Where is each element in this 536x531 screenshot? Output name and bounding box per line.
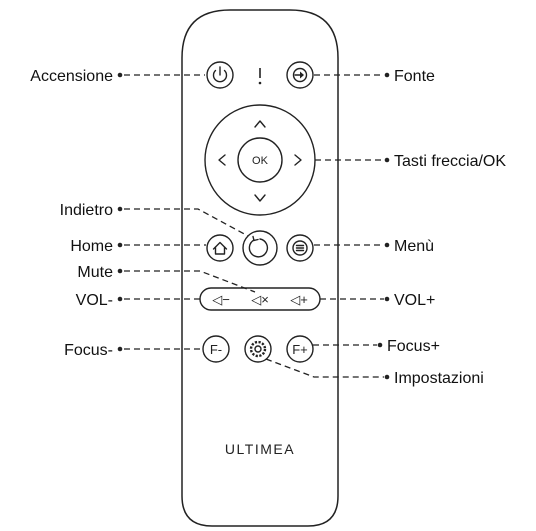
source-button[interactable] xyxy=(286,61,314,89)
vol-plus-button[interactable]: ◁+ xyxy=(290,292,308,307)
leader-lines xyxy=(117,72,390,380)
settings-button[interactable] xyxy=(244,335,272,363)
label-indietro: Indietro xyxy=(60,202,113,219)
menu-button[interactable] xyxy=(286,234,314,262)
chevron-right-icon xyxy=(294,154,302,166)
mute-glyph: ◁× xyxy=(251,292,269,307)
label-focus-minus: Focus- xyxy=(64,342,113,359)
label-tasti-freccia: Tasti freccia/OK xyxy=(394,153,506,170)
back-icon xyxy=(248,235,269,258)
arrow-down-button[interactable] xyxy=(254,194,266,202)
chevron-up-icon xyxy=(254,120,266,128)
indicator-light xyxy=(258,68,262,85)
ok-button[interactable]: OK xyxy=(237,137,283,183)
label-accensione: Accensione xyxy=(30,68,113,85)
focus-plus-button[interactable]: F+ xyxy=(286,335,314,363)
label-menu: Menù xyxy=(394,238,434,255)
label-vol-plus: VOL+ xyxy=(394,292,435,309)
label-fonte: Fonte xyxy=(394,68,435,85)
home-button[interactable] xyxy=(206,234,234,262)
brand-logo: ULTIMEA xyxy=(225,441,295,457)
label-impostazioni: Impostazioni xyxy=(394,370,484,387)
arrow-left-button[interactable] xyxy=(218,154,226,166)
power-button[interactable] xyxy=(206,61,234,89)
source-icon xyxy=(292,67,308,83)
focus-minus-button[interactable]: F- xyxy=(202,335,230,363)
chevron-down-icon xyxy=(254,194,266,202)
vol-minus-button[interactable]: ◁− xyxy=(212,292,230,307)
focus-plus-glyph: F+ xyxy=(292,342,308,357)
label-home: Home xyxy=(70,238,113,255)
home-icon xyxy=(212,241,228,255)
mute-button[interactable]: ◁× xyxy=(251,292,269,307)
back-button[interactable] xyxy=(242,230,278,266)
ok-label: OK xyxy=(252,155,269,167)
vol-plus-glyph: ◁+ xyxy=(290,292,308,307)
label-mute: Mute xyxy=(77,264,113,281)
arrow-right-button[interactable] xyxy=(294,154,302,166)
focus-minus-glyph: F- xyxy=(210,342,222,357)
vol-minus-glyph: ◁− xyxy=(212,292,230,307)
chevron-left-icon xyxy=(218,154,226,166)
arrow-up-button[interactable] xyxy=(254,120,266,128)
label-focus-plus: Focus+ xyxy=(387,338,440,355)
gear-icon xyxy=(249,340,267,358)
label-vol-minus: VOL- xyxy=(76,292,113,309)
menu-icon xyxy=(292,240,308,256)
power-icon xyxy=(212,66,228,83)
